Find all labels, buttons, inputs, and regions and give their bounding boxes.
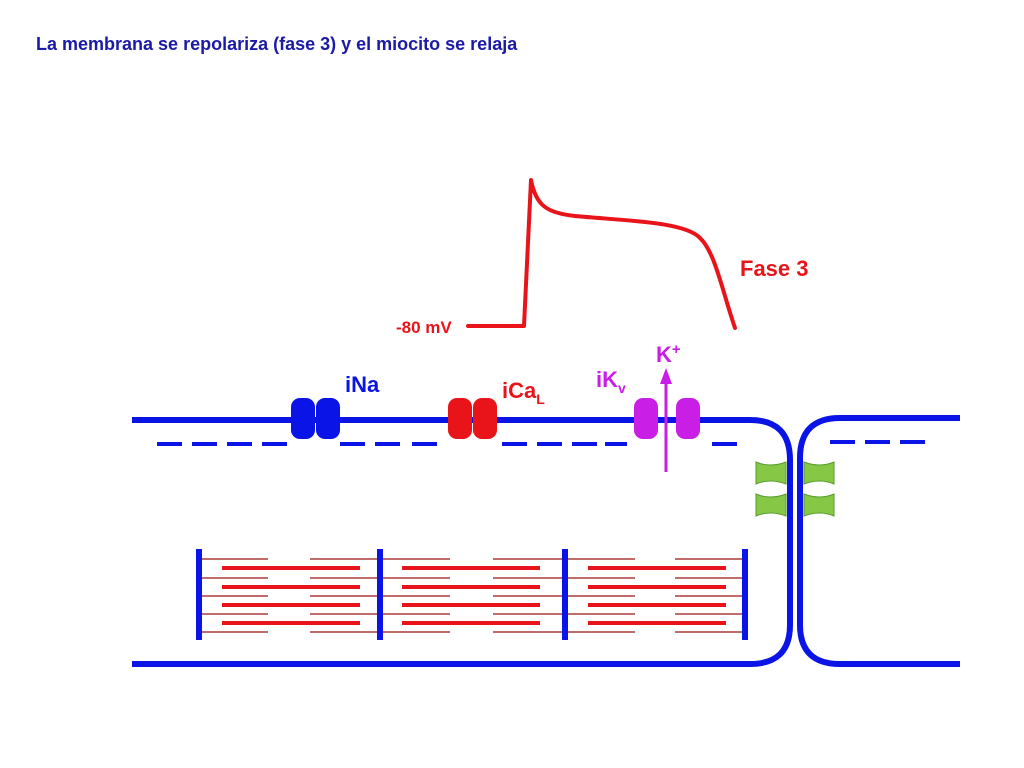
potassium-efflux-arrow <box>660 368 672 472</box>
gap-junction <box>755 461 835 517</box>
resting-potential-label: -80 mV <box>396 318 452 337</box>
cell-membrane-right <box>797 415 960 667</box>
sodium-channel-label: iNa <box>345 372 380 397</box>
membrane-charges <box>157 440 925 446</box>
z-lines <box>196 549 748 640</box>
action-potential-curve <box>466 178 737 330</box>
sodium-channel <box>291 398 340 439</box>
calcium-channel <box>448 398 497 439</box>
potassium-ion-label: K+ <box>656 341 681 367</box>
thin-filaments <box>202 558 742 633</box>
page-title: La membrana se repolariza (fase 3) y el … <box>36 34 518 54</box>
phase-label: Fase 3 <box>740 256 809 281</box>
calcium-channel-label: iCaL <box>502 378 545 407</box>
potassium-channel-label: iKv <box>596 367 626 396</box>
potassium-channel <box>634 398 700 439</box>
cell-membrane-upper <box>132 417 793 667</box>
thick-filaments <box>222 566 726 625</box>
